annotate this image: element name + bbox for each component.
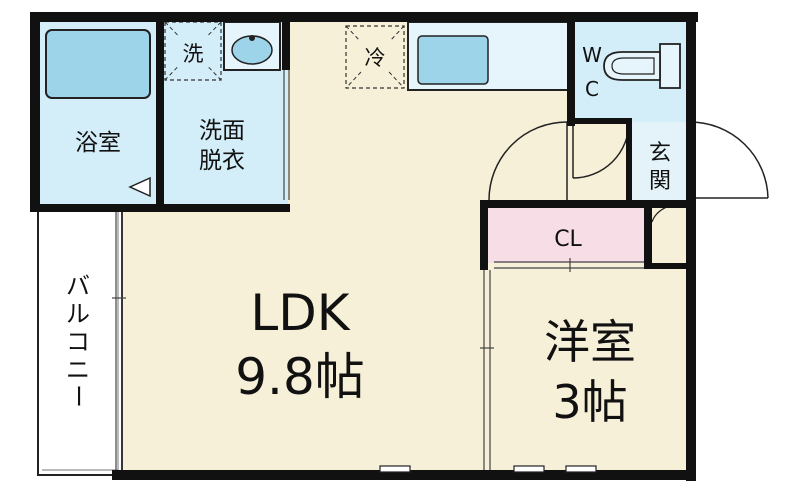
western-room-size-label: 3帖 (552, 375, 627, 429)
ldk-label: LDK (250, 284, 350, 342)
bath-step-icon (128, 176, 151, 198)
washer-space (164, 21, 222, 81)
washroom-sliding-door (283, 70, 290, 200)
bathtub (45, 29, 151, 99)
ldk-size-label: 9.8帖 (235, 348, 365, 406)
toilet-label-2: C (585, 77, 599, 101)
balcony-label-char: ニ (66, 356, 90, 384)
closet-sliding-door (494, 258, 646, 272)
closet-label: CL (554, 227, 582, 252)
western-room-label: 洋室 (544, 315, 636, 369)
washer-space-label: 洗 (183, 42, 204, 66)
entrance-label-1: 玄 (649, 141, 671, 166)
bath-label: 浴室 (75, 130, 121, 156)
washroom-label-1: 洗面 (199, 118, 245, 144)
wash-basin (223, 21, 281, 71)
balcony-label-char: バ (66, 272, 90, 300)
washroom-label-2: 脱衣 (199, 148, 245, 174)
western-sliding-door (480, 270, 494, 470)
entrance-door (689, 121, 769, 199)
balcony-label-char: ー (64, 384, 92, 408)
ldk-door (488, 121, 568, 201)
toilet-icon (603, 43, 681, 89)
fridge-space (345, 25, 405, 89)
balcony-label-char: ル (66, 300, 90, 328)
fridge-space-label: 冷 (365, 46, 386, 70)
toilet-label-1: W (582, 43, 602, 67)
window-marks (379, 465, 597, 473)
entrance-label-2: 関 (649, 169, 671, 194)
kitchen-sink (417, 35, 489, 85)
balcony-window (112, 212, 126, 470)
walls (30, 12, 698, 481)
balcony-label-char: コ (66, 328, 90, 356)
closet-floor (486, 205, 648, 263)
